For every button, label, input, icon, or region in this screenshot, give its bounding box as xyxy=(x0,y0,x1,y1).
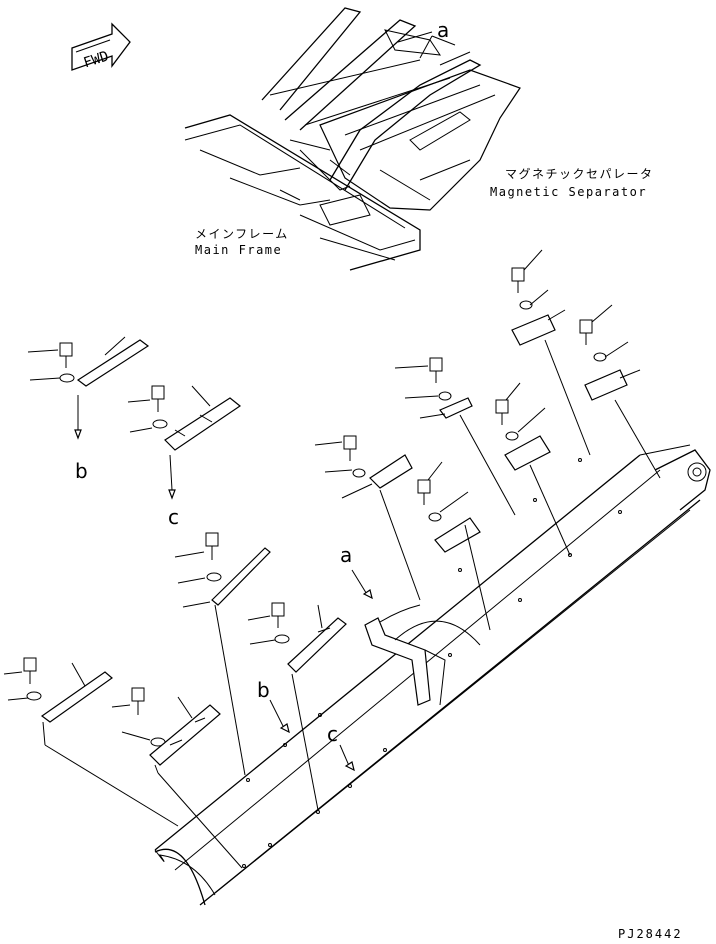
top-callout-a: a xyxy=(437,18,449,42)
rail-holes xyxy=(242,458,622,868)
fwd-arrow-icon: FWD xyxy=(71,22,131,71)
ref-arrow-c xyxy=(339,744,355,772)
clip-group-2 xyxy=(579,304,661,479)
ref-b-lower: b xyxy=(257,678,270,702)
overview-assembly xyxy=(184,7,521,271)
clip-group-5 xyxy=(314,435,421,601)
plate-group-2 xyxy=(127,385,242,500)
ref-c-lower: c xyxy=(327,722,338,746)
clip-group-1 xyxy=(511,249,591,456)
magnetic-separator-label-jp: マグネチックセパレータ xyxy=(505,167,654,181)
plate-group-5 xyxy=(3,657,179,827)
main-frame-label-jp: メインフレーム xyxy=(195,227,289,241)
side-rail xyxy=(154,444,711,906)
ref-c-upper: c xyxy=(168,505,179,529)
clip-group-3 xyxy=(394,357,516,516)
ref-arrow-a xyxy=(351,569,373,600)
ref-a-lower: a xyxy=(340,543,352,567)
plate-group-1 xyxy=(27,336,150,440)
plate-group-3 xyxy=(174,532,271,776)
clip-group-4 xyxy=(495,382,571,556)
clip-group-6 xyxy=(417,461,491,631)
magnetic-separator-label-en: Magnetic Separator xyxy=(490,185,647,199)
ref-arrow-b xyxy=(269,699,290,734)
fwd-label: FWD xyxy=(82,48,111,71)
plate-group-6 xyxy=(111,687,243,869)
part-code: PJ28442 xyxy=(618,927,683,941)
ref-b-upper: b xyxy=(75,459,88,483)
main-frame-label-en: Main Frame xyxy=(195,243,282,257)
plate-group-4 xyxy=(247,602,347,811)
